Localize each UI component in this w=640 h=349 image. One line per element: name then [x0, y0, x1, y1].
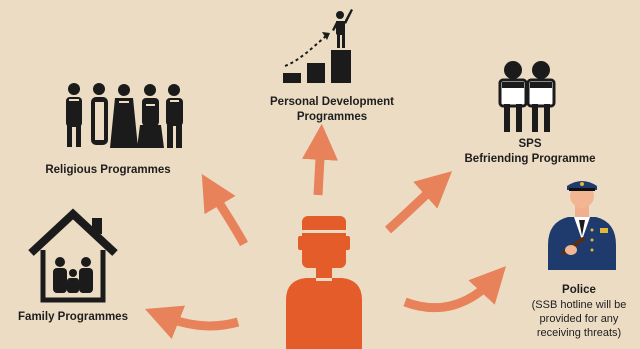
sps-line-2: Befriending Programme — [464, 153, 596, 165]
arrows — [144, 123, 507, 340]
sps-line-1: SPS — [518, 138, 542, 150]
family-label: Family Programmes — [18, 311, 128, 323]
police-note: (SSB hotline will be provided for any re… — [518, 298, 640, 340]
police-officer-icon — [548, 181, 616, 270]
arrow-to-police — [403, 266, 507, 313]
arrow-to-family — [144, 305, 240, 340]
arrow-to-sps — [385, 171, 453, 234]
police-note-line-3: receiving threats) — [536, 327, 622, 339]
arrow-to-religious — [201, 174, 248, 247]
sps-label: SPS Befriending Programme — [440, 137, 620, 167]
personal-development-label: Personal Development Programmes — [257, 95, 407, 125]
two-people-icon — [498, 61, 556, 132]
police-note-line-1: (SSB hotline will be — [531, 299, 627, 311]
police-label: Police — [562, 284, 596, 296]
family-house-icon — [28, 208, 118, 303]
arrow-to-personal-development — [302, 123, 338, 196]
police-note-line-2: provided for any — [539, 313, 619, 325]
personal-development-line-1: Personal Development — [270, 96, 394, 108]
growth-staircase-icon — [283, 9, 353, 83]
religious-label: Religious Programmes — [45, 164, 171, 176]
person-center-icon — [286, 216, 362, 349]
group-of-religious-people-icon — [66, 83, 183, 148]
personal-development-line-2: Programmes — [296, 111, 368, 123]
